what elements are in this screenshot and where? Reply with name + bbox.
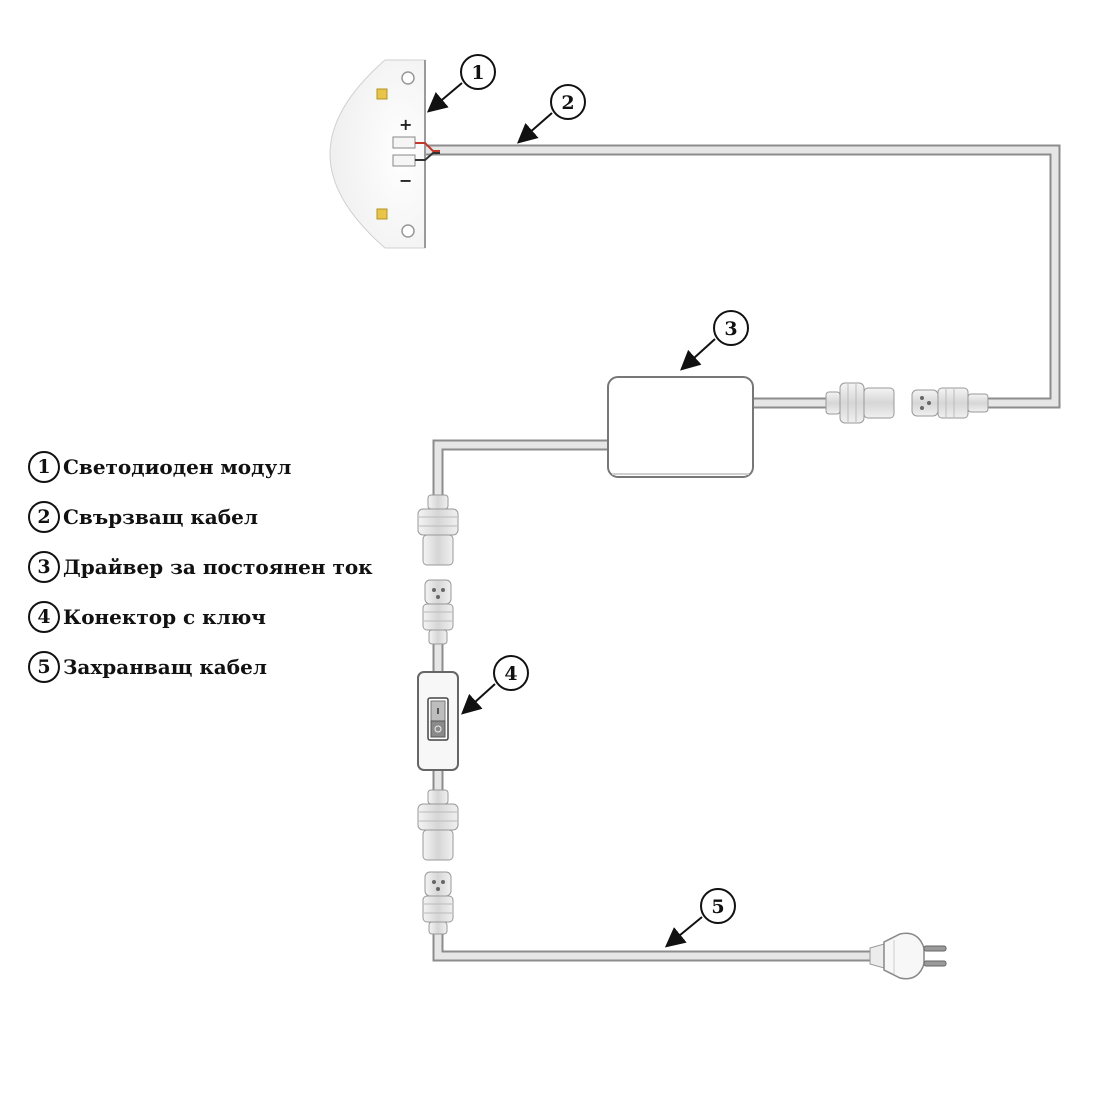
- power-cable: [432, 930, 880, 962]
- svg-text:4: 4: [504, 663, 517, 685]
- legend-number: 4: [28, 601, 60, 633]
- legend-item: 4 Конектор с ключ: [28, 592, 373, 642]
- black-wire: [415, 152, 440, 161]
- svg-text:3: 3: [724, 318, 737, 340]
- legend-label: Конектор с ключ: [63, 605, 266, 629]
- legend-label: Свързващ кабел: [63, 505, 258, 529]
- driver-connector-male: [825, 382, 895, 424]
- legend-label: Драйвер за постоянен ток: [63, 555, 373, 579]
- legend-item: 2 Свързващ кабел: [28, 492, 373, 542]
- legend: 1 Светодиоден модул 2 Свързващ кабел 3 Д…: [28, 442, 373, 692]
- connector-pin-icon: [432, 880, 436, 884]
- connecting-cable: [425, 144, 1061, 409]
- connector-pin-icon: [436, 595, 440, 599]
- positive-sign: +: [399, 115, 412, 134]
- svg-text:2: 2: [561, 92, 574, 114]
- mounting-hole-icon: [401, 224, 415, 238]
- negative-sign: −: [399, 171, 412, 190]
- svg-text:5: 5: [711, 896, 724, 918]
- legend-number: 3: [28, 551, 60, 583]
- led-module: + −: [329, 59, 440, 249]
- callout-4: 4: [461, 655, 529, 715]
- callout-5: 5: [664, 888, 736, 948]
- legend-number: 2: [28, 501, 60, 533]
- vertical-connector-female-1: [422, 579, 454, 645]
- legend-item: 5 Захранващ кабел: [28, 642, 373, 692]
- connector-pin-icon: [920, 406, 924, 410]
- solder-pad-negative: [392, 154, 416, 167]
- legend-number: 5: [28, 651, 60, 683]
- legend-number: 1: [28, 451, 60, 483]
- connector-pin-icon: [432, 588, 436, 592]
- vertical-connector-female-2: [422, 871, 454, 935]
- driver-input-cable: [432, 439, 612, 500]
- red-wire: [415, 142, 440, 152]
- callout-2: 2: [516, 84, 586, 144]
- callout-3: 3: [680, 310, 749, 371]
- led-chip-icon: [376, 208, 388, 220]
- legend-item: 3 Драйвер за постоянен ток: [28, 542, 373, 592]
- mounting-hole-icon: [401, 71, 415, 85]
- connector-pin-icon: [436, 887, 440, 891]
- vertical-connector-male-1: [417, 494, 459, 566]
- vertical-connector-male-2: [417, 789, 459, 861]
- led-chip-icon: [376, 88, 388, 100]
- connector-pin-icon: [927, 401, 931, 405]
- connector-pin-icon: [441, 880, 445, 884]
- connector-pin-icon: [920, 396, 924, 400]
- legend-item: 1 Светодиоден модул: [28, 442, 373, 492]
- legend-label: Захранващ кабел: [63, 655, 267, 679]
- connector-pin-icon: [441, 588, 445, 592]
- constant-current-driver: [607, 376, 754, 478]
- legend-label: Светодиоден модул: [63, 455, 292, 479]
- cable-connector-female: [911, 387, 989, 419]
- callout-1: 1: [426, 54, 496, 113]
- svg-text:1: 1: [471, 62, 484, 84]
- solder-pad-positive: [392, 136, 416, 149]
- inline-switch: [417, 671, 459, 771]
- power-plug-icon: [869, 932, 947, 980]
